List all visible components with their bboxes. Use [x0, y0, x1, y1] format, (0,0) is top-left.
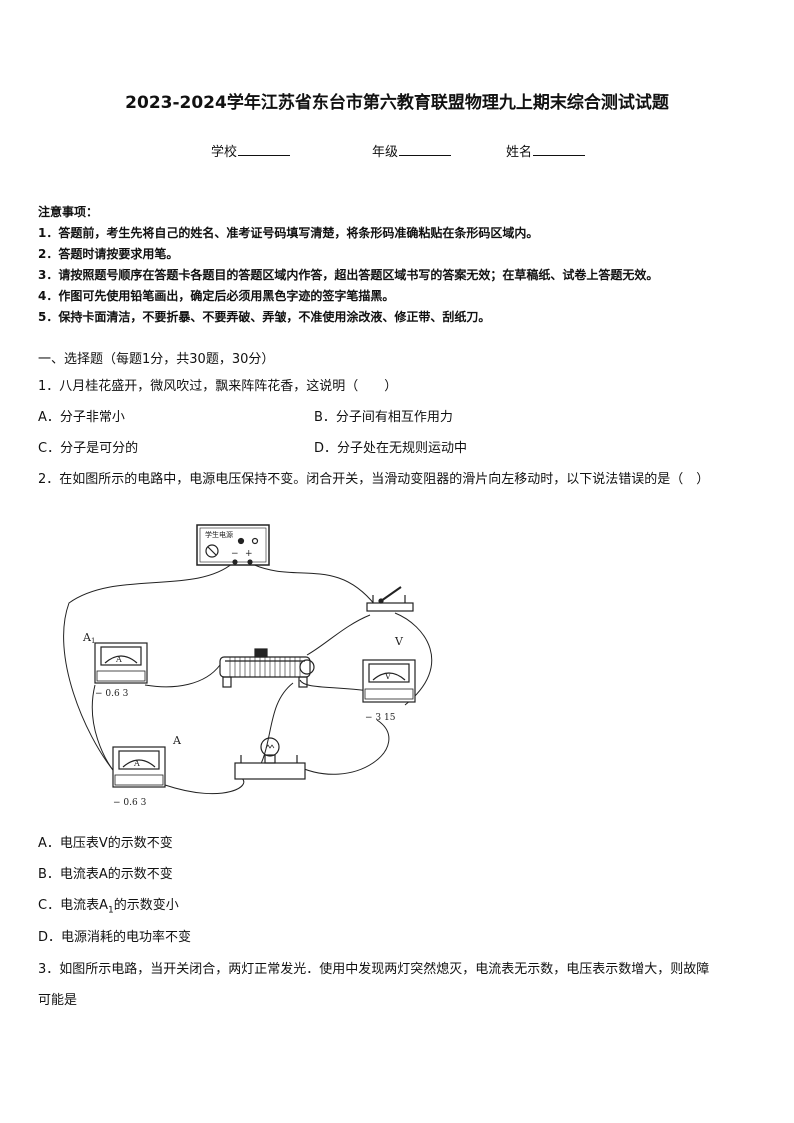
- name-label: 姓名: [506, 145, 533, 160]
- q2-option-c[interactable]: C．电流表A1的示数变小: [38, 898, 179, 916]
- power-supply-label: 学生电源: [205, 530, 233, 539]
- note-item: 2．答题时请按要求用笔。: [38, 247, 179, 261]
- ammeter-a: A A − 0.6 3: [112, 734, 182, 808]
- question-3-stem-cont: 可能是: [38, 993, 78, 1008]
- section-title: 一、选择题（每题1分，共30题，30分）: [38, 352, 275, 367]
- power-knob-icon[interactable]: [205, 544, 219, 558]
- power-minus-label: −: [231, 549, 239, 559]
- notes-heading: 注意事项：: [38, 205, 99, 219]
- q2-option-d[interactable]: D．电源消耗的电功率不变: [38, 930, 192, 945]
- circuit-wires: [63, 562, 433, 794]
- page-title: 2023-2024学年江苏省东台市第六教育联盟物理九上期末综合测试试题: [125, 93, 669, 113]
- school-field[interactable]: 学校: [211, 141, 291, 160]
- ammeter-a-label: A: [172, 734, 182, 747]
- power-indicator-icon: [237, 537, 245, 545]
- ammeter-a1-label: A1: [82, 631, 95, 645]
- name-blank[interactable]: [533, 143, 586, 156]
- question-1-stem: 1．八月桂花盛开，微风吹过，飘来阵阵花香，这说明（ ）: [38, 379, 398, 394]
- note-item: 1．答题前，考生先将自己的姓名、准考证号码填写清楚，将条形码准确粘贴在条形码区域…: [38, 226, 539, 240]
- note-item: 5．保持卡面清洁，不要折暴、不要弄破、弄皱，不准使用涂改液、修正带、刮纸刀。: [38, 310, 491, 324]
- voltmeter-face: V: [384, 672, 391, 681]
- note-item: 4．作图可先使用铅笔画出，确定后必须用黑色字迹的签字笔描黑。: [38, 289, 395, 303]
- circuit-diagram: 学生电源 − + A1 A − 0.6 3: [63, 524, 433, 808]
- q1-option-c[interactable]: C．分子是可分的: [38, 441, 139, 456]
- power-indicator-icon: [251, 537, 259, 545]
- ammeter-a-scale: − 0.6 3: [113, 798, 147, 808]
- note-item: 3．请按照题号顺序在答题卡各题目的答题区域内作答，超出答题区域书写的答案无效；在…: [38, 268, 659, 282]
- lamp: [234, 737, 306, 780]
- name-field[interactable]: 姓名: [506, 141, 586, 160]
- rheostat[interactable]: [219, 648, 315, 688]
- q2-option-a[interactable]: A．电压表V的示数不变: [38, 836, 173, 851]
- grade-label: 年级: [372, 145, 399, 160]
- voltmeter-v: V V − 3 15: [362, 635, 416, 723]
- q1-option-b[interactable]: B．分子间有相互作用力: [314, 410, 453, 425]
- voltmeter-label: V: [394, 635, 404, 648]
- power-terminal[interactable]: [232, 559, 238, 565]
- rheostat-slider[interactable]: [254, 648, 268, 658]
- ammeter-a1: A1 A − 0.6 3: [82, 631, 148, 699]
- school-blank[interactable]: [238, 143, 291, 156]
- question-3-stem: 3．如图所示电路，当开关闭合，两灯正常发光．使用中发现两灯突然熄灭，电流表无示数…: [38, 962, 710, 977]
- q1-option-d[interactable]: D．分子处在无规则运动中: [314, 441, 468, 456]
- school-label: 学校: [211, 145, 238, 160]
- ammeter-a-face: A: [133, 759, 140, 768]
- power-plus-label: +: [245, 549, 253, 559]
- grade-field[interactable]: 年级: [372, 141, 452, 160]
- q1-option-a[interactable]: A．分子非常小: [38, 410, 125, 425]
- voltmeter-scale: − 3 15: [365, 713, 396, 723]
- ammeter-a1-scale: − 0.6 3: [95, 689, 129, 699]
- grade-blank[interactable]: [399, 143, 452, 156]
- q2-option-b[interactable]: B．电流表A的示数不变: [38, 867, 173, 882]
- ammeter-a1-face: A: [115, 655, 122, 664]
- power-terminal[interactable]: [247, 559, 253, 565]
- bulb-icon: [260, 737, 280, 757]
- question-2-stem: 2．在如图所示的电路中，电源电压保持不变。闭合开关，当滑动变阻器的滑片向左移动时…: [38, 472, 710, 487]
- power-supply: 学生电源 − +: [196, 524, 270, 566]
- switch[interactable]: [366, 586, 414, 612]
